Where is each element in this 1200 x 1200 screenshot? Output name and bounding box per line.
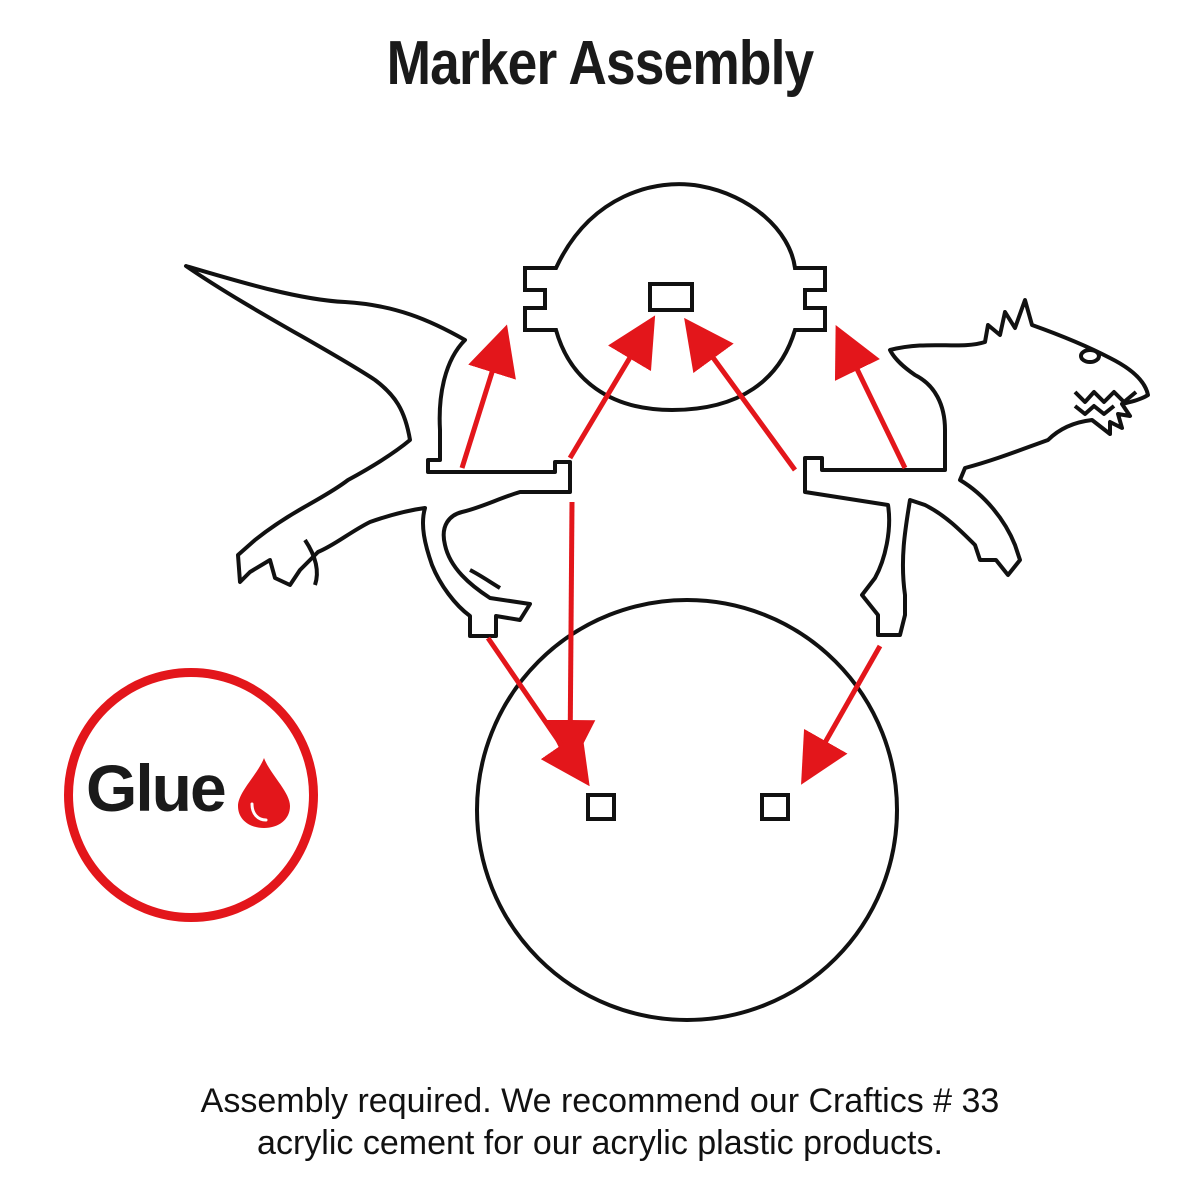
droplet-icon — [238, 758, 290, 828]
base-slot-right — [760, 793, 790, 821]
caption-line-2: acrylic cement for our acrylic plastic p… — [257, 1124, 943, 1162]
right-dinosaur-piece — [803, 298, 1150, 637]
page-title: Marker Assembly — [386, 29, 815, 98]
glue-label: Glue — [86, 751, 227, 825]
arrow-right-tab-to-top-right-notch — [834, 325, 908, 470]
glue-badge — [64, 668, 318, 922]
assembly-arrows — [459, 315, 908, 787]
caption-line-1: Assembly required. We recommend our Craf… — [200, 1082, 1000, 1120]
arrow-right-foot-to-base-slot — [801, 644, 883, 785]
arrow-left-foot-to-base-slot — [485, 636, 590, 787]
arrow-left-tab-to-top-slot — [567, 315, 656, 460]
base-disc-piece — [475, 598, 899, 1022]
arrow-left-tab-to-top-left-notch — [459, 324, 516, 469]
left-dinosaur-piece — [184, 264, 572, 638]
top-disc-slot — [648, 282, 694, 312]
assembly-caption: Assembly required. We recommend our Craf… — [0, 1080, 1200, 1164]
right-dinosaur-eye — [1079, 348, 1101, 364]
arrow-right-tab-to-top-slot — [684, 317, 798, 472]
top-disc-piece — [523, 182, 827, 413]
arrow-left-body-to-base-slot — [545, 501, 596, 770]
base-slot-left — [586, 793, 616, 821]
